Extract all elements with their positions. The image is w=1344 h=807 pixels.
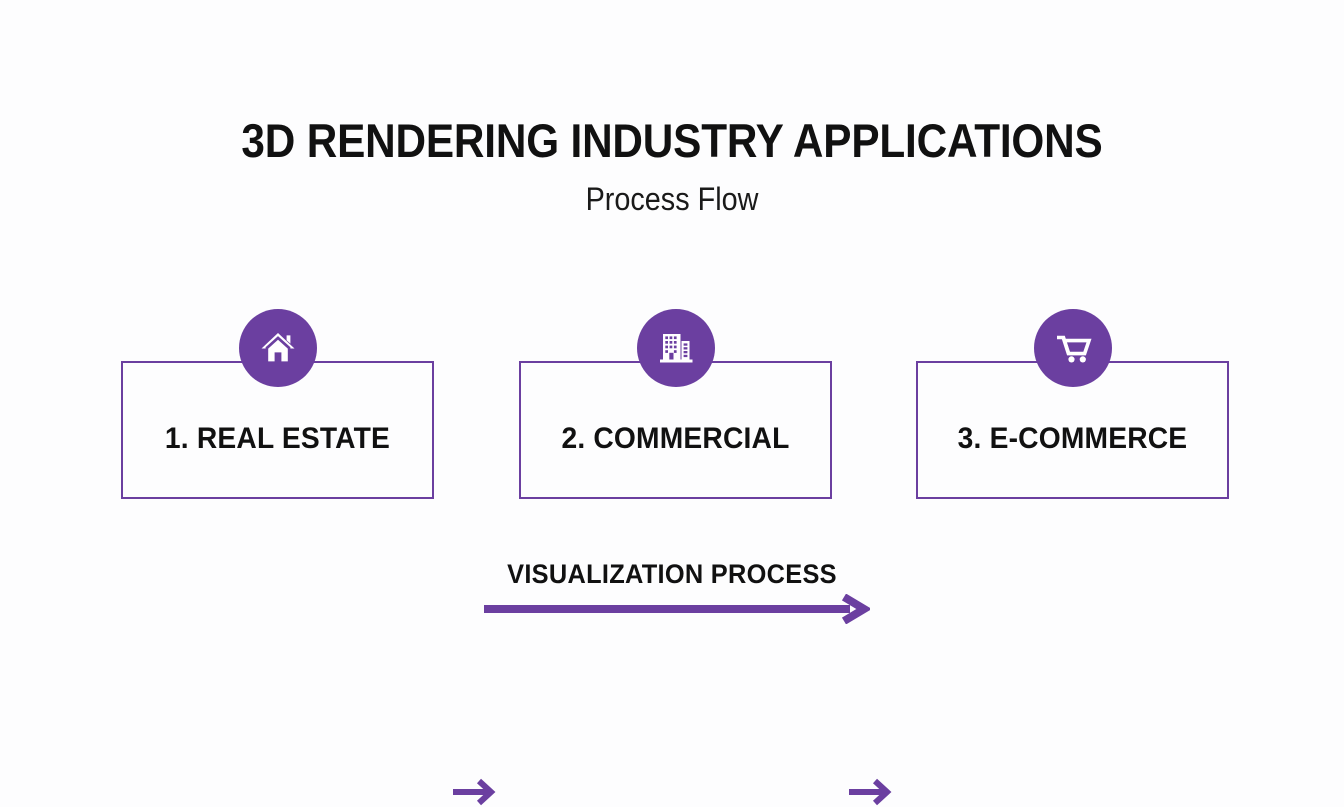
shopping-cart-icon	[1033, 309, 1112, 387]
process-band-label: VISUALIZATION PROCESS	[507, 559, 837, 589]
flow-step-commercial[interactable]: 2. COMMERCIAL	[519, 309, 832, 499]
slide-canvas: 3D RENDERING INDUSTRY APPLICATIONS Proce…	[0, 112, 1344, 806]
process-flow-row: 1. REAL ESTATE	[0, 309, 1344, 806]
page-title: 3D RENDERING INDUSTRY APPLICATIONS	[241, 114, 1103, 167]
page-subtitle: Process Flow	[585, 181, 759, 217]
slide-header: 3D RENDERING INDUSTRY APPLICATIONS Proce…	[0, 112, 1344, 218]
flow-step-label: 2. COMMERCIAL	[561, 422, 790, 455]
arrow-right-icon	[845, 777, 901, 807]
office-building-icon	[636, 309, 715, 387]
flow-step-label: 3. E-COMMERCE	[957, 422, 1188, 455]
flow-step-real-estate[interactable]: 1. REAL ESTATE	[121, 309, 434, 499]
flow-step-e-commerce[interactable]: 3. E-COMMERCE	[916, 309, 1229, 499]
long-arrow-right-icon	[482, 594, 870, 624]
flow-step-label: 1. REAL ESTATE	[164, 422, 391, 455]
house-icon	[238, 309, 317, 387]
arrow-right-icon	[449, 777, 505, 807]
